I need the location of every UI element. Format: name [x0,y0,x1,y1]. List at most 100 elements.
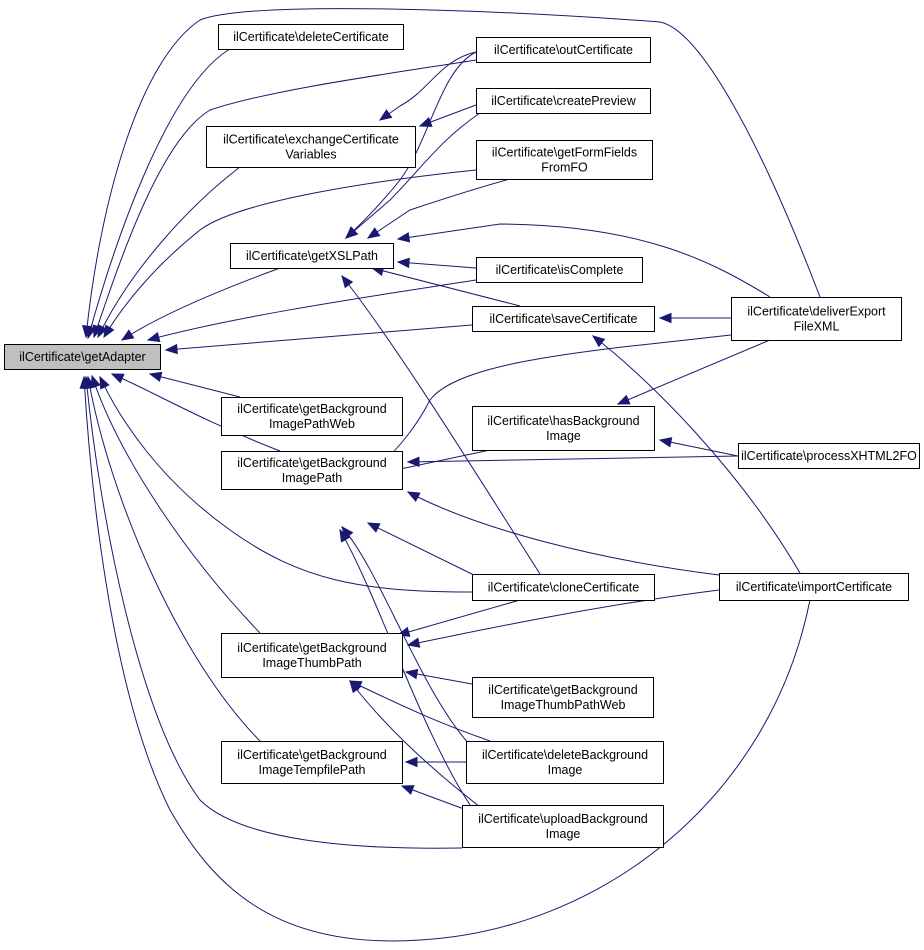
edge-deliverExportFileXML-to-saveCertificate-arrowhead [658,312,672,324]
nodes-layer: ilCertificate\getAdapter ilCertificate\de… [4,24,920,848]
edge-outCertificate-to-getAdapter [93,59,477,338]
edge-getBackgroundImagePathWeb-to-getAdapter-arrowhead [148,371,163,382]
node-label-line: ilCertificate\getFormFields [492,146,637,160]
node-label-line: Image [546,827,581,841]
node-label-line: ilCertificate\hasBackground [487,414,639,428]
node-box [476,37,651,63]
node-box [462,805,664,848]
node-label-line: ilCertificate\getBackground [488,683,637,697]
edge-getFormFieldsFromFO-to-getAdapter-arrowhead [103,324,115,339]
edge-outCertificate-to-getAdapter-arrowhead [92,324,103,339]
node-label-line: ilCertificate\isComplete [496,263,624,277]
node-label-line: FileXML [794,320,840,334]
edge-outCertificate-to-getXSLPath [345,51,477,239]
edge-deliverExportFileXML-to-hasBackgroundImage [617,339,771,405]
edge-getFormFieldsFromFO-to-getAdapter [103,169,477,338]
edge-processXHTML2FO-to-hasBackgroundImage-arrowhead [658,437,673,448]
edge-saveCertificate-to-getAdapter-arrowhead [164,343,178,355]
edge-importCertificate-to-getAdapter [83,376,811,942]
node-label-line: ilCertificate\importCertificate [736,580,892,594]
edge-getFormFieldsFromFO-to-getXSLPath-arrowhead [366,227,381,239]
node-box [466,741,664,784]
node-box [221,633,403,678]
node-label-line: ImageThumbPath [262,656,361,670]
node-label-line: ilCertificate\getXSLPath [246,249,378,263]
edge-uploadBackgroundImage-to-getBackgroundImageThumbPath [349,680,481,808]
edge-deleteBackgroundImage-to-getBackgroundImageTempfilePath-arrowhead [404,756,418,768]
edge-createPreview-to-getXSLPath-arrowhead [345,226,359,239]
edge-deliverExportFileXML-to-hasBackgroundImage-arrowhead [616,394,631,405]
node-processXHTML2FO[interactable]: ilCertificate\processXHTML2FO [738,443,920,469]
node-box [206,126,416,168]
node-label-line: ImageThumbPathWeb [501,698,626,712]
node-getBackgroundImageThumbPathWeb[interactable]: ilCertificate\getBackgroundImageThumbPat… [472,677,654,718]
edge-deleteBackgroundImage-to-getBackgroundImageThumbPath [349,680,491,742]
edge-uploadBackgroundImage-to-getBackgroundImageTempfilePath-arrowhead [400,785,415,795]
node-importCertificate[interactable]: ilCertificate\importCertificate [719,573,909,601]
node-box [230,243,394,269]
node-getBackgroundImageThumbPath[interactable]: ilCertificate\getBackgroundImageThumbPat… [221,633,403,678]
node-label-line: FromFO [541,161,588,175]
node-box [4,344,161,370]
node-getBackgroundImageTempfilePath[interactable]: ilCertificate\getBackgroundImageTempfile… [221,741,403,784]
edge-importCertificate-to-saveCertificate-arrowhead [591,335,606,348]
node-label-line: ilCertificate\deleteCertificate [233,30,389,44]
node-isComplete[interactable]: ilCertificate\isComplete [476,257,643,283]
edge-saveCertificate-to-getXSLPath [371,267,521,307]
node-box [218,24,404,50]
edge-getBackgroundImagePath-to-getAdapter [111,373,281,452]
edge-getXSLPath-to-getAdapter [121,267,281,341]
node-box [476,257,643,283]
edge-importCertificate-to-saveCertificate [592,335,801,574]
node-box [221,397,403,436]
node-label-line: ilCertificate\deliverExport [747,305,886,319]
node-outCertificate[interactable]: ilCertificate\outCertificate [476,37,651,63]
edge-isComplete-to-getAdapter [147,279,477,341]
edge-deliverExportFileXML-to-getBackgroundImagePath [369,334,732,474]
edge-isComplete-to-getXSLPath-arrowhead [396,257,410,269]
node-cloneCertificate[interactable]: ilCertificate\cloneCertificate [472,574,655,601]
node-createPreview[interactable]: ilCertificate\createPreview [476,88,651,114]
edge-uploadBackgroundImage-to-getBackgroundImageThumbPath-arrowhead [349,679,362,694]
node-box [738,443,920,469]
edge-isComplete-to-getAdapter-arrowhead [146,331,161,343]
edge-importCertificate-to-getAdapter-arrowhead [79,375,90,389]
node-label-line: ilCertificate\getBackground [237,456,386,470]
node-label-line: Image [546,429,581,443]
node-getXSLPath[interactable]: ilCertificate\getXSLPath [230,243,394,269]
node-deleteCertificate[interactable]: ilCertificate\deleteCertificate [218,24,404,50]
edge-importCertificate-to-getBackgroundImagePath-arrowhead [406,491,421,502]
node-label-line: ilCertificate\getBackground [237,748,386,762]
node-label-line: ilCertificate\uploadBackground [478,812,648,826]
edge-deliverExportFileXML-to-getXSLPath-arrowhead [396,232,411,243]
edge-uploadBackgroundImage-to-getBackgroundImageTempfilePath [401,785,473,813]
node-box [476,88,651,114]
node-box [476,140,653,180]
edge-deleteBackgroundImage-to-getBackgroundImagePath [341,526,471,746]
node-getAdapter[interactable]: ilCertificate\getAdapter [4,344,161,370]
edge-cloneCertificate-to-getBackgroundImagePath [367,522,481,579]
node-saveCertificate[interactable]: ilCertificate\saveCertificate [472,306,655,332]
edge-getFormFieldsFromFO-to-getXSLPath [367,178,511,239]
node-label-line: Variables [285,148,336,162]
node-exchangeCertificateVariables[interactable]: ilCertificate\exchangeCertificateVariabl… [206,126,416,168]
node-box [221,741,403,784]
edge-importCertificate-to-getBackgroundImageThumbPath-arrowhead [406,637,421,648]
edge-cloneCertificate-to-getBackgroundImagePath-arrowhead [366,522,381,533]
edge-getBackgroundImageTempfilePath-to-getAdapter [87,376,261,742]
edge-saveCertificate-to-getAdapter [165,324,473,351]
node-box [221,451,403,490]
node-label-line: Image [548,763,583,777]
edge-getBackgroundImageThumbPathWeb-to-getBackgroundImageThumbPath-arrowhead [404,668,419,680]
node-box [472,677,654,718]
edge-importCertificate-to-getBackgroundImagePath [407,491,720,576]
edge-isComplete-to-getXSLPath [397,261,477,269]
node-label-line: ilCertificate\processXHTML2FO [741,449,917,463]
